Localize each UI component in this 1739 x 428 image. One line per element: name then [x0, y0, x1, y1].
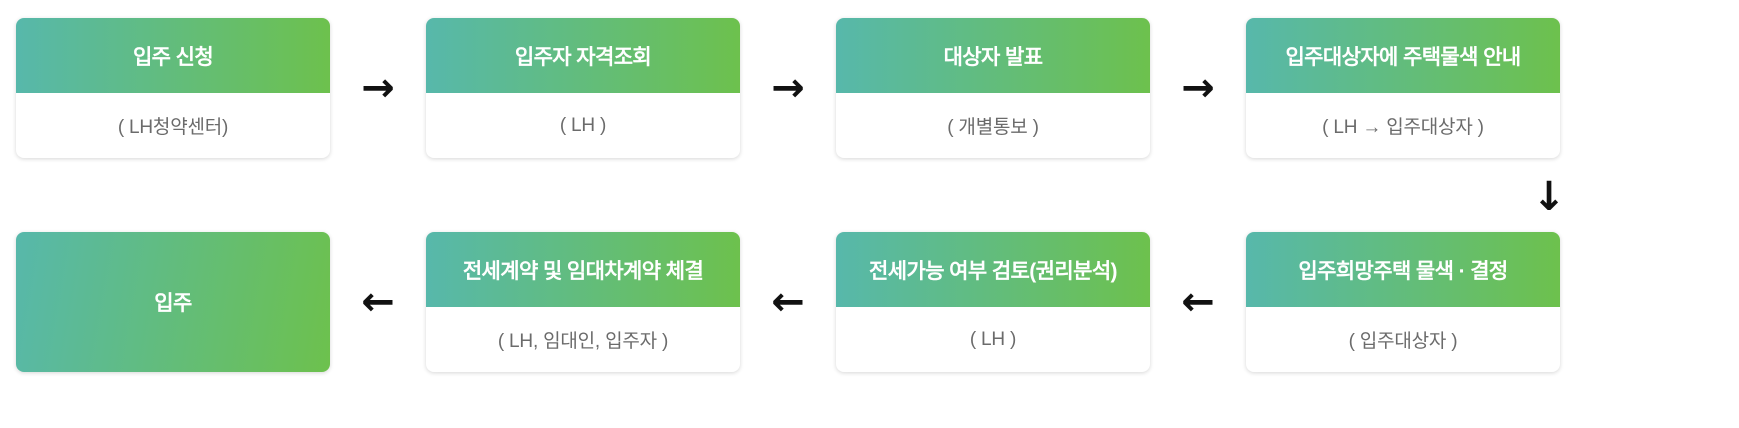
flow-step-actor-4: ( LH → 입주대상자 ) — [1322, 117, 1484, 138]
flow-step-title-2: 입주자 자격조회 — [426, 18, 740, 93]
flow-step-title-4: 입주대상자에 주택물색 안내 — [1246, 18, 1560, 93]
flow-step-title-7: 전세계약 및 임대차계약 체결 — [426, 232, 740, 307]
arrow-right-icon: → — [361, 65, 395, 111]
arrow-left-icon: ← — [361, 279, 395, 325]
flow-step-title-6: 전세가능 여부 검토(권리분석) — [836, 232, 1150, 307]
flow-step-card-4[interactable]: 입주대상자에 주택물색 안내 ( LH → 입주대상자 ) — [1246, 18, 1560, 158]
flow-step-card-6[interactable]: 전세가능 여부 검토(권리분석) ( LH ) — [836, 232, 1150, 372]
flow-step-actor-5: ( 입주대상자 ) — [1348, 331, 1458, 352]
flow-step-actor-3: ( 개별통보 ) — [947, 117, 1039, 138]
flow-step-actor-7: ( LH, 임대인, 입주자 ) — [497, 331, 669, 352]
flow-step-card-7[interactable]: 전세계약 및 임대차계약 체결 ( LH, 임대인, 입주자 ) — [426, 232, 740, 372]
flow-row-bottom: 입주 ← 전세계약 및 임대차계약 체결 ( LH, 임대인, 입주자 ) ← … — [0, 232, 1739, 372]
flow-step-actor-6: ( LH ) — [969, 328, 1017, 350]
arrow-down-icon: ↓ — [1532, 174, 1566, 220]
flow-step-card-1[interactable]: 입주 신청 ( LH청약센터) — [16, 18, 330, 158]
flow-step-card-8[interactable]: 입주 — [16, 232, 330, 372]
flow-step-card-2[interactable]: 입주자 자격조회 ( LH ) — [426, 18, 740, 158]
flow-row-top: 입주 신청 ( LH청약센터) → 입주자 자격조회 ( LH ) → 대상자 … — [0, 18, 1739, 158]
flow-step-card-3[interactable]: 대상자 발표 ( 개별통보 ) — [836, 18, 1150, 158]
flow-step-card-5[interactable]: 입주희망주택 물색 · 결정 ( 입주대상자 ) — [1246, 232, 1560, 372]
flow-step-actor-2: ( LH ) — [559, 114, 607, 136]
arrow-left-icon: ← — [771, 279, 805, 325]
arrow-left-icon: ← — [1181, 279, 1215, 325]
flow-step-title-8: 입주 — [154, 292, 192, 315]
flow-step-title-5: 입주희망주택 물색 · 결정 — [1246, 232, 1560, 307]
arrow-right-icon: → — [771, 65, 805, 111]
flow-step-title-1: 입주 신청 — [16, 18, 330, 93]
flow-step-actor-1: ( LH청약센터) — [117, 117, 229, 138]
arrow-right-icon: → — [1181, 65, 1215, 111]
flow-step-title-3: 대상자 발표 — [836, 18, 1150, 93]
